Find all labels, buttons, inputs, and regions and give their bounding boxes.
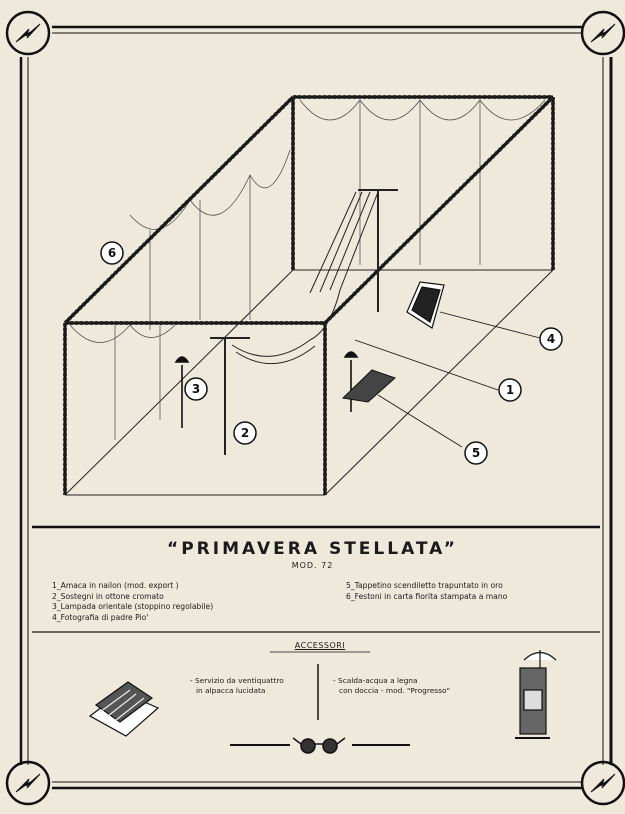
callout-3 <box>184 377 208 401</box>
bedside-mat <box>341 369 396 403</box>
product-title: “PRIMAVERA STELLATA” <box>167 539 458 559</box>
parts-list-item: 1_Amaca in nailon (mod. export ) <box>52 581 179 590</box>
parts-list-item: 4_Fotografia di padre Pio' <box>52 612 149 622</box>
callout-label-3: 3 <box>192 382 200 396</box>
lightning-emblem-icon <box>5 10 51 56</box>
lightning-emblem-icon <box>580 10 625 56</box>
accessory-heater: - Scalda-acqua a legna con doccia - mod.… <box>333 676 450 696</box>
callout-1 <box>498 378 522 402</box>
callout-label-6: 6 <box>108 246 116 260</box>
glasses-icon <box>230 737 410 754</box>
accessory-line: con doccia - mod. "Progresso" <box>339 686 450 695</box>
lightning-emblem-icon <box>580 760 625 806</box>
callout-5 <box>464 441 488 465</box>
callout-markers <box>100 241 563 465</box>
parts-list-item: 6_Festoni in carta fiorita stampata a ma… <box>346 591 508 601</box>
photo-frame <box>406 281 445 329</box>
model-number: MOD. 72 <box>291 561 334 570</box>
accessory-line: - Scalda-acqua a legna <box>333 676 418 685</box>
callout-label-5: 5 <box>472 446 480 460</box>
callout-2 <box>233 421 257 445</box>
page-frame <box>19 25 613 790</box>
parts-list-item: 3_Lampada orientale (stoppino regolabile… <box>52 602 214 611</box>
callout-4 <box>539 327 563 351</box>
callout-6 <box>100 241 124 265</box>
parts-list-item: 2_Sostegni in ottone cromato <box>52 591 164 601</box>
callout-label-2: 2 <box>241 426 249 440</box>
accessory-line: - Servizio da ventiquattro <box>190 676 284 685</box>
parts-list-item: 5_Tappetino scendiletto trapuntato in or… <box>346 581 503 590</box>
lightning-emblem-icon <box>5 760 51 806</box>
leader-lines <box>354 311 541 448</box>
parts-list-left: 1_Amaca in nailon (mod. export ) 2_Soste… <box>52 581 213 623</box>
parts-list-right: 5_Tappetino scendiletto trapuntato in or… <box>346 581 507 602</box>
floor-outline <box>64 269 554 496</box>
hammock <box>210 189 398 455</box>
callout-label-4: 4 <box>547 332 555 346</box>
garland-festoons <box>63 95 555 495</box>
accessory-line: in alpacca lucidata <box>196 686 266 695</box>
accessory-cutlery: - Servizio da ventiquattro in alpacca lu… <box>190 676 284 696</box>
lamp-icon <box>174 351 359 428</box>
cutlery-set-icon <box>88 681 160 737</box>
callout-label-1: 1 <box>506 383 514 397</box>
water-heater-icon <box>515 650 557 739</box>
curtains <box>69 99 546 440</box>
accessories-heading: ACCESSORI <box>294 641 346 650</box>
